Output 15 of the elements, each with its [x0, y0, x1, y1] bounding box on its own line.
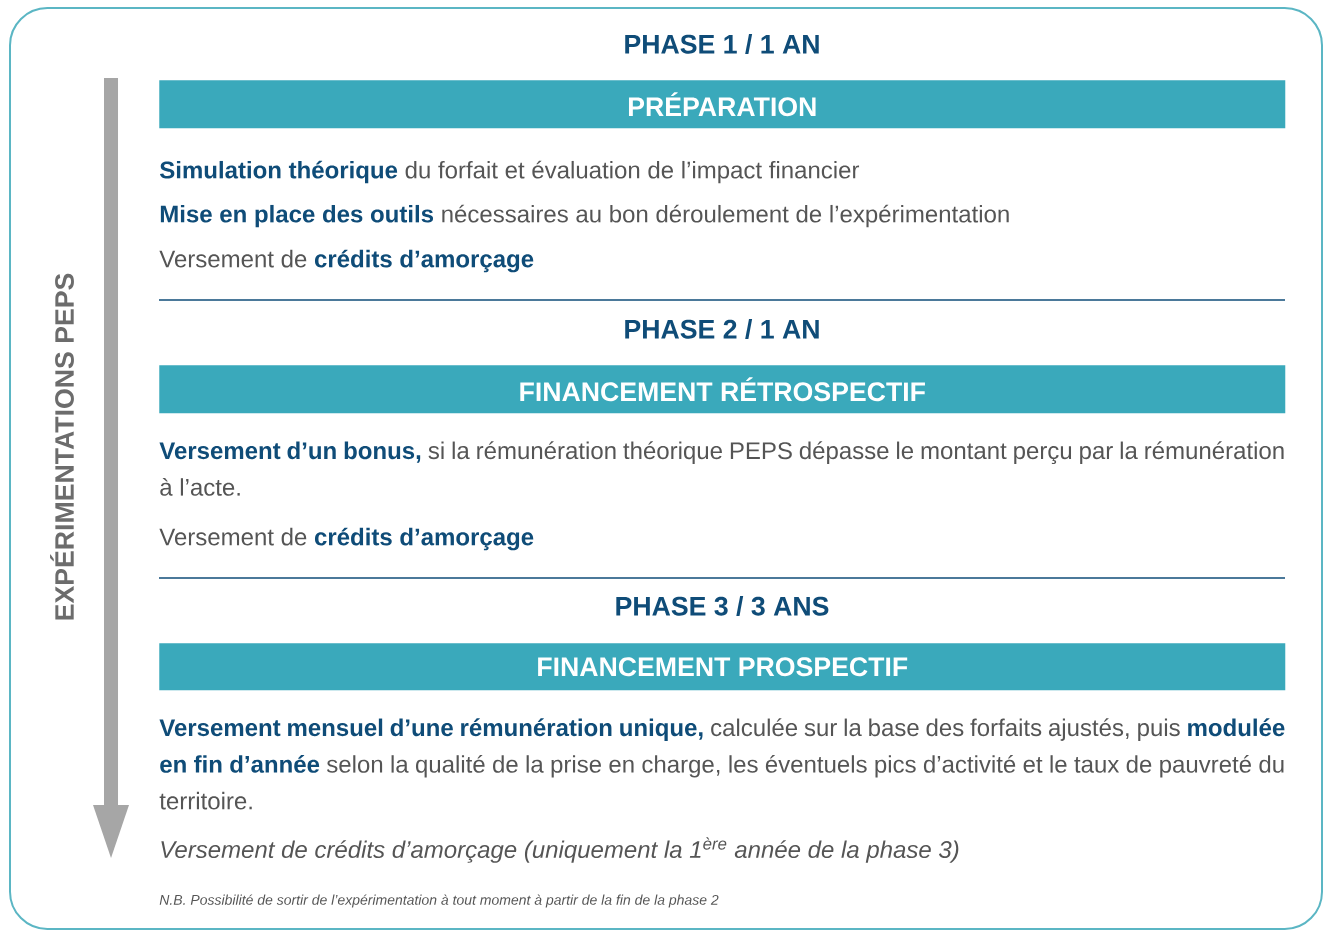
axis-label: EXPÉRIMENTATIONS PEPS — [50, 273, 74, 620]
body-text: Simulation théorique du forfait et évaluation de l’impact financier — [159, 160, 860, 184]
phase-heading: PHASE 1 / 1 AN — [625, 34, 819, 54]
body-paragraph: Versement d’un bonus, si la rémunération théorique PEPS dépasse le montant perçu par la rémunération à l’acte. — [159, 441, 1284, 496]
footnote: N.B. Possibilité de sortir de l’expérimentation à tout moment à partir de la fin de la phase 2 — [159, 894, 719, 908]
phase-heading: PHASE 3 / 3 ANS — [616, 596, 829, 616]
phase-banner: FINANCEMENT RÉTROSPECTIF — [159, 365, 1286, 414]
body-text: Versement de crédits d’amorçage (uniquement la 1$^{ère}$ année de la phase 3) — [161, 837, 959, 863]
phase-banner: PRÉPARATION — [159, 80, 1286, 129]
body-text: Versement de crédits d’amorçage — [159, 249, 534, 273]
body-text: Versement de crédits d’amorçage — [159, 527, 534, 551]
body-paragraph: Versement mensuel d’une rémunération unique, calculée sur la base des forfaits ajustés, puis modulée en fin d’année selon la qualité de la prise en charge, les éventuels pics d’activité et le taux de pauvreté du territoire. — [159, 718, 1285, 810]
phase-banner: FINANCEMENT PROSPECTIF — [159, 643, 1286, 691]
body-text: Mise en place des outils nécessaires au bon déroulement de l’expérimentation — [160, 204, 1009, 228]
phase-heading: PHASE 2 / 1 AN — [625, 319, 819, 339]
